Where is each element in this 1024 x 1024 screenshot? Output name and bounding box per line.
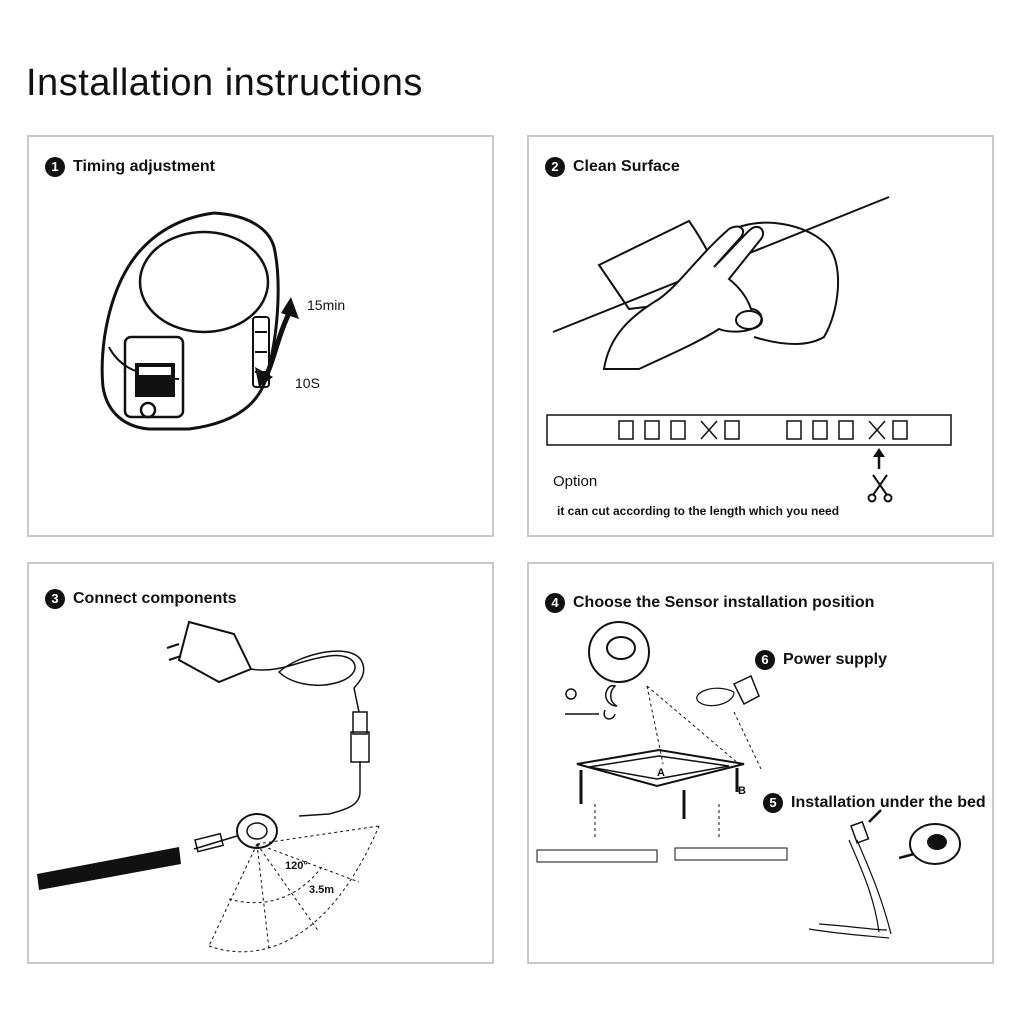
step-number: 1 [45,157,65,177]
panel-connect-components: 3 Connect components [27,562,494,964]
step-label: Installation under the bed [791,794,986,811]
distance-label: 3.5m [309,884,335,896]
option-title: Option [553,473,598,490]
step-number: 2 [545,157,565,177]
option-text: it can cut according to the length which… [557,504,840,518]
step-1-heading: 1 Timing adjustment [45,157,215,177]
sensor-device-icon [100,211,299,431]
adapter-icon [166,620,253,684]
angle-label: 120° [285,860,308,872]
step-label: Connect components [73,590,237,607]
sun-icon [565,688,577,700]
point-a-label: A [657,767,665,779]
step-label: Choose the Sensor installation position [573,594,875,611]
panel-clean-surface: 2 Clean Surface [527,135,994,537]
step-3-heading: 3 Connect components [45,589,237,609]
step-number: 6 [755,650,775,670]
time-max-label: 15min [307,297,346,313]
step-6-heading: 6 Power supply [755,650,887,670]
step-number: 3 [45,589,65,609]
time-min-label: 10S [295,375,320,391]
step-label: Clean Surface [573,158,680,175]
scissors-icon [867,474,893,503]
step-label: Power supply [783,651,888,668]
step-number: 5 [763,793,783,813]
bed-installation-diagram [536,621,961,939]
panel-installation-position: 4 Choose the Sensor installation positio… [527,562,994,964]
step-2-heading: 2 Clean Surface [545,157,680,177]
step-number: 4 [545,593,565,613]
moon-icon [605,684,618,707]
step-4-heading: 4 Choose the Sensor installation positio… [545,593,874,613]
cleaning-illustration [546,196,952,503]
step-label: Timing adjustment [73,158,215,175]
connection-diagram [37,620,380,953]
page-title: Installation instructions [26,62,423,104]
point-b-label: B [738,785,746,797]
panel-timing-adjustment: 1 Timing adjustment 15min 10S [27,135,494,537]
step-5-heading: 5 Installation under the bed [763,793,986,813]
